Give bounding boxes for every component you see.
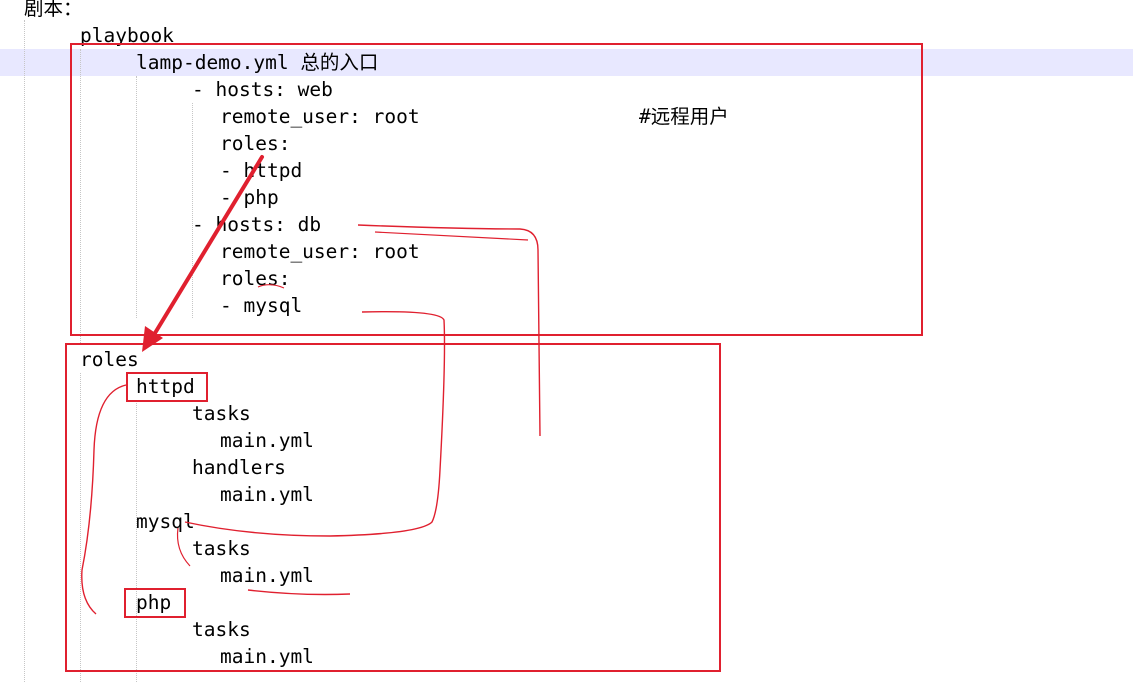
code-line: remote_user: root (220, 105, 420, 128)
indent-guide (80, 49, 81, 345)
code-line: 剧本： (24, 0, 83, 20)
code-line: - hosts: web (192, 78, 333, 101)
code-line: php (136, 591, 172, 614)
code-line: httpd (136, 375, 195, 398)
indent-guide (80, 373, 81, 682)
code-line: tasks (192, 618, 251, 641)
code-line: main.yml (220, 564, 314, 587)
code-line: playbook (80, 24, 174, 47)
indent-guide (136, 76, 137, 318)
code-line: lamp-demo.yml 总的入口 (136, 51, 379, 74)
code-line: tasks (192, 537, 251, 560)
indent-guide (136, 400, 137, 682)
code-line: main.yml (220, 645, 314, 668)
playbook-highlight-box (70, 43, 923, 336)
indent-guide (24, 20, 25, 682)
code-line: roles (80, 348, 139, 371)
current-line-highlight (0, 49, 1133, 76)
php-role-box (124, 588, 186, 618)
code-line: roles: (220, 132, 291, 155)
code-line: mysql (136, 510, 195, 533)
code-comment: #远程用户 (639, 105, 729, 128)
httpd-role-box (126, 372, 208, 402)
